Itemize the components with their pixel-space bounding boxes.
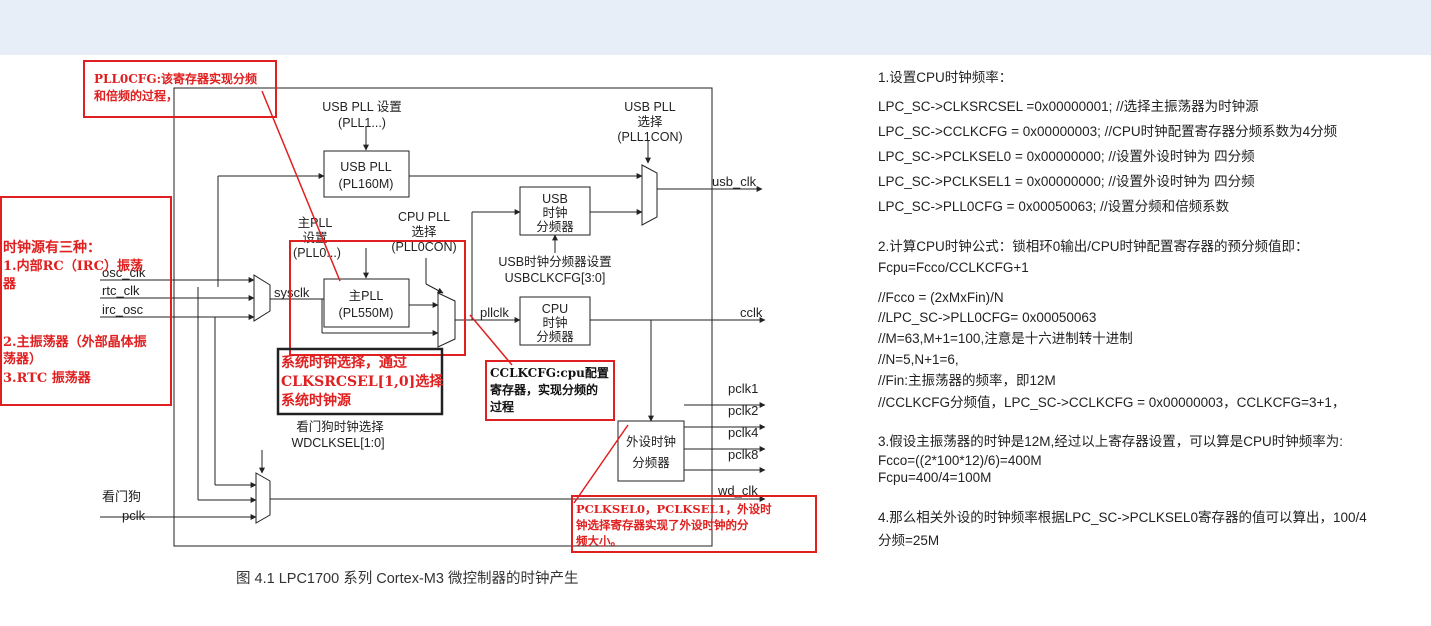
figure-caption: 图 4.1 LPC1700 系列 Cortex-M3 微控制器的时钟产生 [236,570,578,587]
cpu-pll-mux [437,292,456,348]
clock-source-mux [253,274,271,322]
cpu-divider-block [519,296,591,346]
input-irc-osc: irc_osc [102,302,144,317]
clock-diagram: USB PLL (PL160M) 主PLL (PL550M) USB 时钟 分频… [0,60,817,587]
pclksel-note-3: 频大小。 [576,534,622,548]
sources-note-5: 3.RTC 振荡器 [3,370,92,386]
usb-pll-select-1: USB PLL [624,100,675,114]
main-pll-label: 主PLL [349,289,384,303]
usb-divider-setting-1: USB时钟分频器设置 [498,254,611,269]
sysclk-note-3: 系统时钟源 [281,392,351,409]
notes-line: //N=5,N+1=6, [878,352,959,367]
pclk4-label: pclk4 [728,425,758,440]
notes-line: //Fcco = (2xMxFin)/N [878,290,1004,305]
cpu-divider-label-1: CPU [542,302,568,316]
notes-line: Fcpu=Fcco/CCLKCFG+1 [878,260,1029,275]
notes-line: Fcpu=400/4=100M [878,470,992,485]
cclk-label: cclk [740,305,763,320]
notes-line: LPC_SC->CCLKCFG = 0x00000003; //CPU时钟配置寄… [878,124,1338,139]
usb-divider-setting-2: USBCLKCFG[3:0] [505,271,606,285]
pclk2-label: pclk2 [728,403,758,418]
notes-line: 分频=25M [878,533,940,548]
periph-divider-label-2: 分频器 [632,456,670,470]
usb-divider-label-2: 时钟 [542,205,567,220]
wdt-select-1: 看门狗时钟选择 [296,419,384,434]
usb-clk-label: usb_clk [712,174,757,189]
usb-pll-label: USB PLL [340,160,391,174]
sysclk-annotation-box [276,347,444,416]
pclk8-label: pclk8 [728,447,758,462]
wd-clk-label: wd_clk [717,483,758,498]
annotation-pointers [261,90,629,504]
cclkcfg-note-2: 寄存器，实现分频的 [490,382,598,397]
notes-line: LPC_SC->PLL0CFG = 0x00050063; //设置分频和倍频系… [878,199,1230,214]
sources-note-1: 1.内部RC（IRC）振荡 [3,258,143,274]
pllclk-label: pllclk [480,305,509,320]
pll0cfg-note-1: PLL0CFG:该寄存器实现分频 [94,71,257,86]
input-osc-clk: osc_clk [102,265,146,280]
sources-note-title: 时钟源有三种： [3,239,101,256]
usb-pll-setting-1: USB PLL 设置 [322,99,401,114]
sources-annotation-box [0,196,172,406]
cpu-pll-select-2: 选择 [411,225,437,239]
usb-pll-setting-2: (PLL1...) [338,116,386,130]
cclkcfg-note-1: CCLKCFG:cpu配置 [490,365,609,380]
main-pll-setting-3: (PLL0...) [293,246,341,260]
notes-line: //LPC_SC->PLL0CFG= 0x00050063 [878,310,1097,325]
input-watchdog: 看门狗 [102,489,141,504]
sources-note-3: 2.主振荡器（外部晶体振 [3,334,147,350]
pclksel-note-2: 钟选择寄存器实现了外设时钟的分 [576,518,749,532]
usb-divider-label-3: 分频器 [536,220,574,234]
main-pll-block [323,278,410,328]
wdt-select-2: WDCLKSEL[1:0] [291,436,384,450]
sysclk-note-2: CLKSRCSEL[1,0]选择 [281,373,444,390]
usb-divider-label-1: USB [542,192,568,206]
cpu-pll-select-3: (PLL0CON) [391,240,456,254]
cpu-pll-select-1: CPU PLL [398,210,450,224]
notes-line: LPC_SC->CLKSRCSEL =0x00000001; //选择主振荡器为… [878,99,1259,114]
cpu-divider-label-3: 分频器 [536,330,574,344]
periph-divider-label-1: 外设时钟 [626,434,676,449]
usb-pll-mux [641,164,658,226]
notes-line: LPC_SC->PCLKSEL1 = 0x00000000; //设置外设时钟为… [878,174,1255,189]
pll0cfg-annotation-box [83,60,277,118]
input-watchdog-pclk: pclk [122,508,146,523]
usb-pll-select-2: 选择 [637,115,663,129]
sysclk-note-1: 系统时钟选择，通过 [281,354,407,371]
sources-note-4: 荡器） [3,351,42,367]
cpu-divider-label-2: 时钟 [542,315,567,330]
peripheral-divider-block [617,420,685,482]
cclkcfg-note-3: 过程 [490,399,514,414]
notes-line: Fcco=((2*100*12)/6)=400M [878,453,1042,468]
notes-line: 2.计算CPU时钟公式：锁相环0输出/CPU时钟配置寄存器的预分频值即： [878,239,1309,254]
usb-divider-block [519,186,591,236]
notes-line: //M=63,M+1=100,注意是十六进制转十进制 [878,331,1133,346]
usb-pll-label-sub: (PL160M) [339,177,394,191]
pclk1-label: pclk1 [728,381,758,396]
notes-line: 3.假设主振荡器的时钟是12M,经过以上寄存器设置，可以算是CPU时钟频率为: [878,434,1344,449]
pll0cfg-note-2: 和倍频的过程， [93,88,178,103]
cpu-pll-highlight-box [289,240,466,356]
sysclk-label: sysclk [274,285,310,300]
usb-pll-select-3: (PLL1CON) [617,130,682,144]
notes-line: 4.那么相关外设的时钟频率根据LPC_SC->PCLKSEL0寄存器的值可以算出… [878,510,1367,525]
notes-line: //CCLKCFG分频值，LPC_SC->CCLKCFG = 0x0000000… [878,395,1346,410]
pclksel-annotation-box [571,495,817,553]
watchdog-mux [255,472,271,524]
notes-line: LPC_SC->PCLKSEL0 = 0x00000000; //设置外设时钟为… [878,149,1255,164]
input-rtc-clk: rtc_clk [102,283,140,298]
pclksel-note-1: PCLKSEL0，PCLKSEL1，外设时 [576,502,772,516]
cclkcfg-annotation-box [485,360,615,421]
sources-note-2: 器 [2,277,17,292]
top-bar [0,0,1431,55]
main-pll-label-sub: (PL550M) [339,306,394,320]
notes-line: //Fin:主振荡器的频率，即12M [878,373,1056,388]
main-pll-setting-1: 主PLL [298,216,333,230]
usb-pll-block [323,150,410,198]
mux-shapes [253,164,658,524]
explanation-notes: 1.设置CPU时钟频率： LPC_SC->CLKSRCSEL =0x000000… [878,66,1418,552]
notes-line: 1.设置CPU时钟频率： [878,70,1013,85]
